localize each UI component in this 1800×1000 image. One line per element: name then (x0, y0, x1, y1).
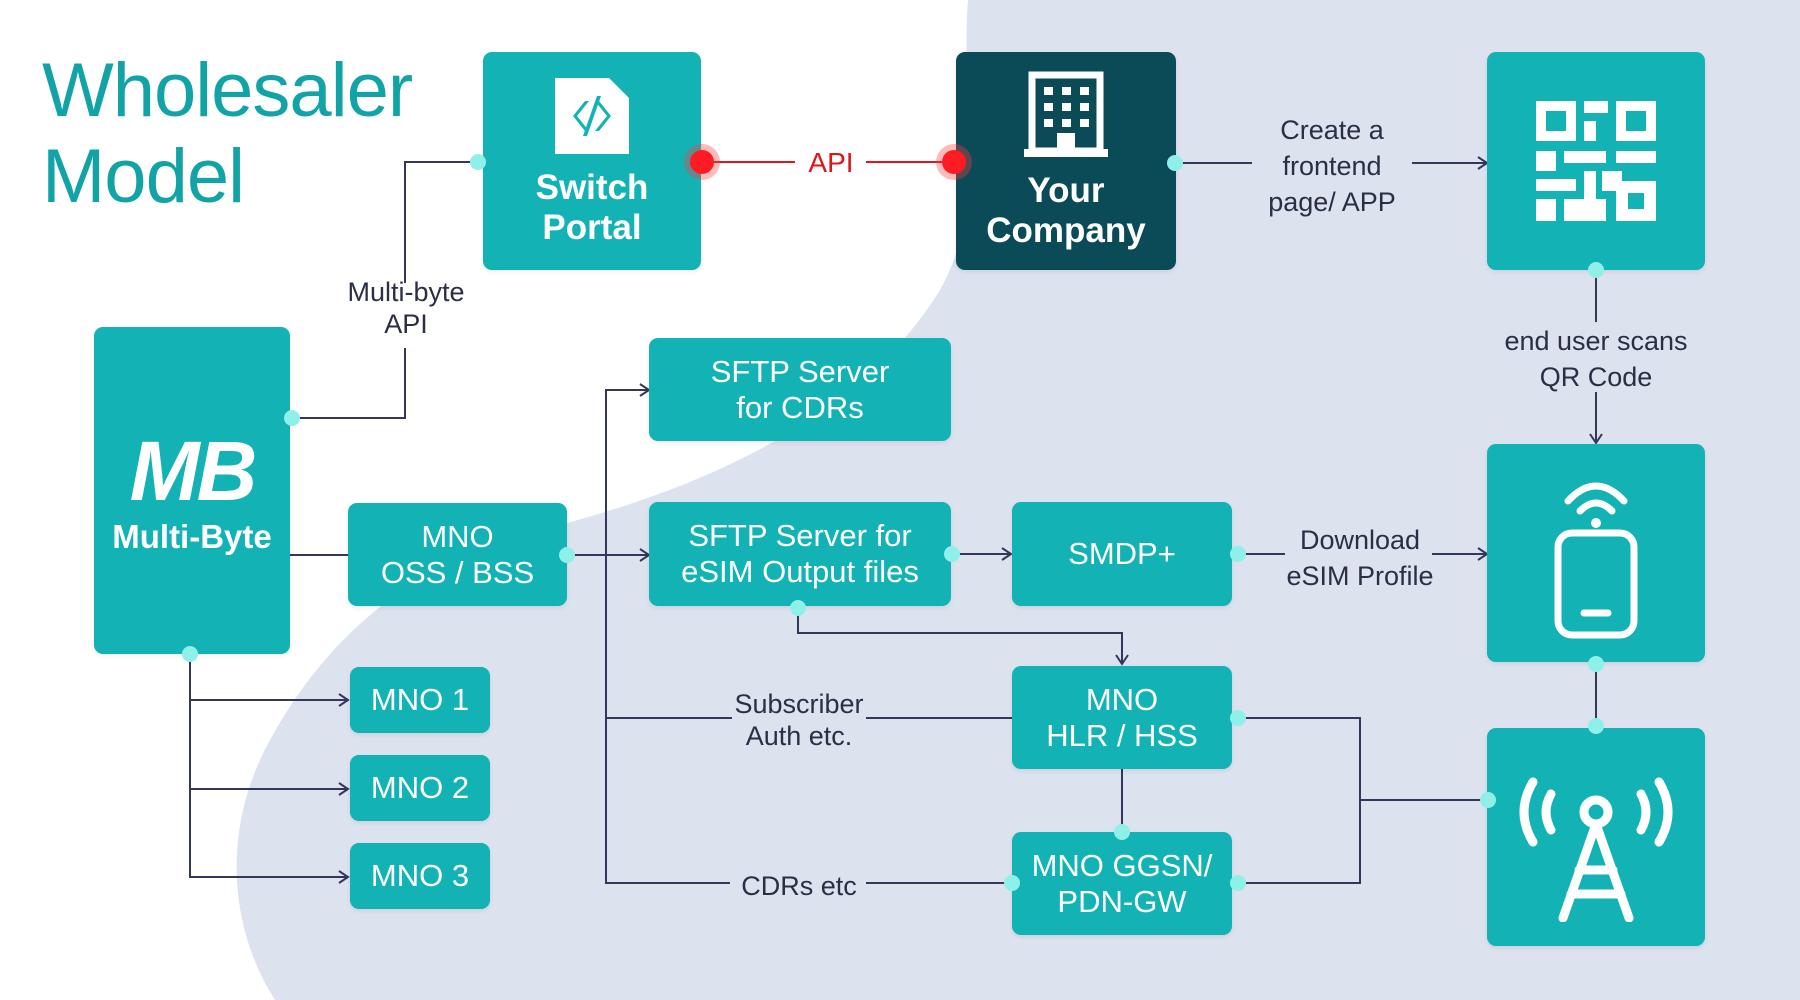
connector-dot (1588, 262, 1604, 278)
connector-dot (1588, 656, 1604, 672)
cell-tower-node[interactable] (1487, 728, 1705, 946)
mno-2-node[interactable]: MNO 2 (350, 755, 490, 821)
connector-dot (559, 547, 575, 563)
api-label: API (808, 147, 854, 178)
connector-dot (470, 154, 486, 170)
qr-code-node[interactable] (1487, 52, 1705, 270)
smdp-node[interactable]: SMDP+ (1012, 502, 1232, 606)
sftp-cdrs-label: SFTP Server for CDRs (710, 353, 890, 425)
sftp-esim-label: SFTP Server for eSIM Output files (681, 518, 919, 589)
multi-byte-label: Multi-Byte (112, 517, 272, 555)
your-company-label: Your Company (986, 171, 1146, 250)
title-line-1: Wholesaler (42, 48, 413, 133)
subscriber-auth-label: Subscriber Auth etc. (734, 689, 864, 751)
mno-3-node[interactable]: MNO 3 (350, 843, 490, 909)
mno-1-node[interactable]: MNO 1 (350, 667, 490, 733)
mno-oss-bss-label: MNO OSS / BSS (380, 518, 535, 590)
mb-logo: MB (129, 423, 258, 518)
page-title: Wholesaler Model (42, 48, 413, 220)
multi-byte-node[interactable]: MB Multi-Byte (94, 327, 290, 654)
mno-3-label: MNO 3 (370, 858, 470, 893)
title-line-2: Model (42, 134, 245, 219)
mno-hlr-hss-node[interactable]: MNO HLR / HSS (1012, 666, 1232, 769)
download-profile-label: Download eSIM Profile (1286, 525, 1434, 591)
smdp-label: SMDP+ (1068, 536, 1176, 571)
sftp-esim-node[interactable]: SFTP Server for eSIM Output files (649, 502, 951, 606)
api-connector-left (690, 150, 714, 174)
your-company-node[interactable]: Your Company (956, 52, 1176, 270)
code-file-icon (555, 78, 629, 154)
qr-code-icon (1536, 101, 1656, 221)
sftp-cdrs-node[interactable]: SFTP Server for CDRs (649, 338, 951, 441)
connector-dot (790, 600, 806, 616)
switch-portal-label: Switch Portal (535, 168, 649, 247)
connector-dot (1588, 718, 1604, 734)
api-connector-right (942, 150, 966, 174)
connector-dot (1230, 546, 1246, 562)
mno-hlr-hss-label: MNO HLR / HSS (1046, 681, 1198, 753)
cdrs-label: CDRs etc (741, 871, 857, 901)
connector-dot (1167, 155, 1183, 171)
connector-dot (284, 410, 300, 426)
multibyte-api-label: Multi-byte API (347, 277, 465, 339)
frontend-label: Create a frontend page/ APP (1268, 115, 1396, 217)
scan-qr-label: end user scans QR Code (1504, 326, 1688, 392)
connector-dot (1114, 824, 1130, 840)
phone-node[interactable] (1487, 444, 1705, 662)
switch-portal-node[interactable]: Switch Portal (483, 52, 701, 270)
connector-dot (1480, 792, 1496, 808)
cell-tower-icon (1519, 777, 1673, 922)
connector-dot (1230, 710, 1246, 726)
smartphone-nfc-icon (1554, 482, 1638, 639)
mno-1-label: MNO 1 (370, 682, 470, 717)
mno-2-label: MNO 2 (370, 770, 470, 805)
mno-ggsn-node[interactable]: MNO GGSN/ PDN-GW (1012, 832, 1232, 935)
mno-oss-bss-node[interactable]: MNO OSS / BSS (348, 503, 567, 606)
building-icon (1024, 71, 1108, 157)
connector-dot (1004, 875, 1020, 891)
connector-dot (1230, 875, 1246, 891)
connector-dot (944, 546, 960, 562)
connector-dot (182, 646, 198, 662)
mno-ggsn-label: MNO GGSN/ PDN-GW (1031, 847, 1213, 919)
